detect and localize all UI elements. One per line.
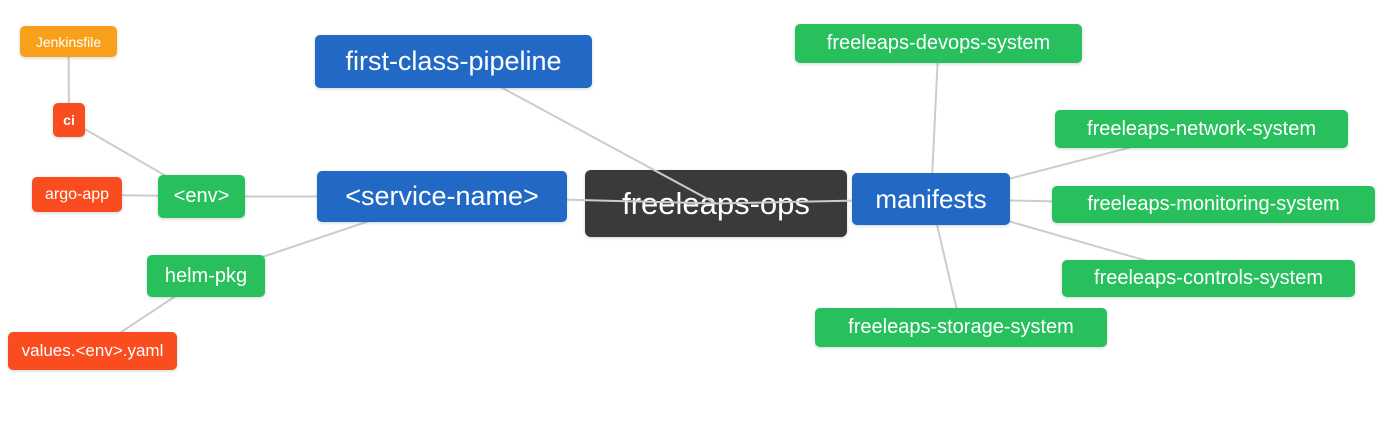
node-ci[interactable]: ci <box>53 103 85 137</box>
node-freeleaps-network-system[interactable]: freeleaps-network-system <box>1055 110 1348 148</box>
node-freeleaps-ops[interactable]: freeleaps-ops <box>585 170 847 237</box>
node-helm-pkg[interactable]: helm-pkg <box>147 255 265 297</box>
node-service-name[interactable]: <service-name> <box>317 171 567 222</box>
node-manifests[interactable]: manifests <box>852 173 1010 225</box>
node-argo-app[interactable]: argo-app <box>32 177 122 212</box>
node-freeleaps-controls-system[interactable]: freeleaps-controls-system <box>1062 260 1355 297</box>
node-first-class-pipeline[interactable]: first-class-pipeline <box>315 35 592 88</box>
node-jenkinsfile[interactable]: Jenkinsfile <box>20 26 117 57</box>
node-env[interactable]: <env> <box>158 175 245 218</box>
node-freeleaps-storage-system[interactable]: freeleaps-storage-system <box>815 308 1107 347</box>
node-freeleaps-devops-system[interactable]: freeleaps-devops-system <box>795 24 1082 63</box>
node-freeleaps-monitoring-system[interactable]: freeleaps-monitoring-system <box>1052 186 1375 223</box>
node-values-env-yaml[interactable]: values.<env>.yaml <box>8 332 177 370</box>
